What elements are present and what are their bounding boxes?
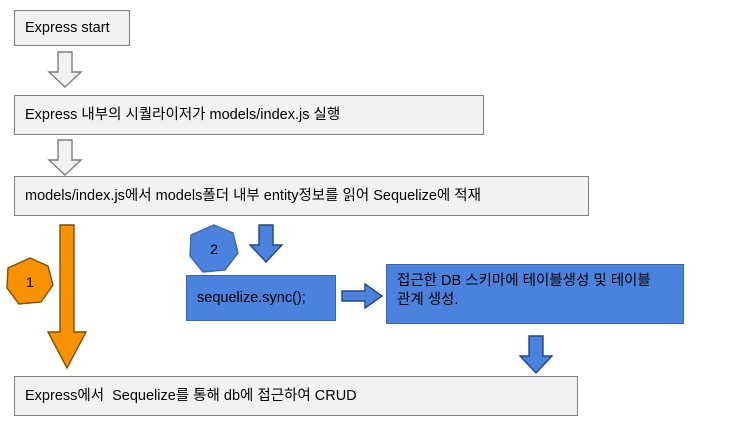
node-express-crud-label: Express에서 Sequelize를 통해 db에 접근하여 CRUD [25,387,357,404]
white-down-arrow-1 [47,51,83,89]
node-express-start-label: Express start [25,19,110,36]
node-index-loads-entities[interactable]: models/index.js에서 models폴더 내부 entity정보를 … [14,176,589,216]
white-down-arrow-2 [47,139,83,177]
node-express-start[interactable]: Express start [14,10,130,46]
node-sequelize-sync-label: sequelize.sync(); [197,289,306,306]
badge-step-two[interactable]: 2 [188,224,240,274]
blue-right-arrow [341,282,384,310]
badge-step-two-label: 2 [210,241,218,257]
node-db-schema-result[interactable]: 접근한 DB 스키마에 테이블생성 및 테이블 관계 생성. [386,264,684,324]
blue-down-arrow-top [247,224,285,264]
badge-step-one-label: 1 [26,273,34,290]
node-sequelizer-runs-index-label: Express 내부의 시퀄라이저가 models/index.js 실행 [25,106,341,123]
node-sequelize-sync[interactable]: sequelize.sync(); [186,275,336,321]
badge-step-one[interactable]: 1 [5,257,55,306]
node-sequelizer-runs-index[interactable]: Express 내부의 시퀄라이저가 models/index.js 실행 [14,95,484,135]
orange-down-arrow [45,224,101,370]
node-index-loads-entities-label: models/index.js에서 models폴더 내부 entity정보를 … [25,187,481,204]
node-db-schema-result-label: 접근한 DB 스키마에 테이블생성 및 테이블 관계 생성. [397,273,651,308]
blue-down-arrow-bottom [517,335,555,375]
node-express-crud[interactable]: Express에서 Sequelize를 통해 db에 접근하여 CRUD [14,376,578,416]
